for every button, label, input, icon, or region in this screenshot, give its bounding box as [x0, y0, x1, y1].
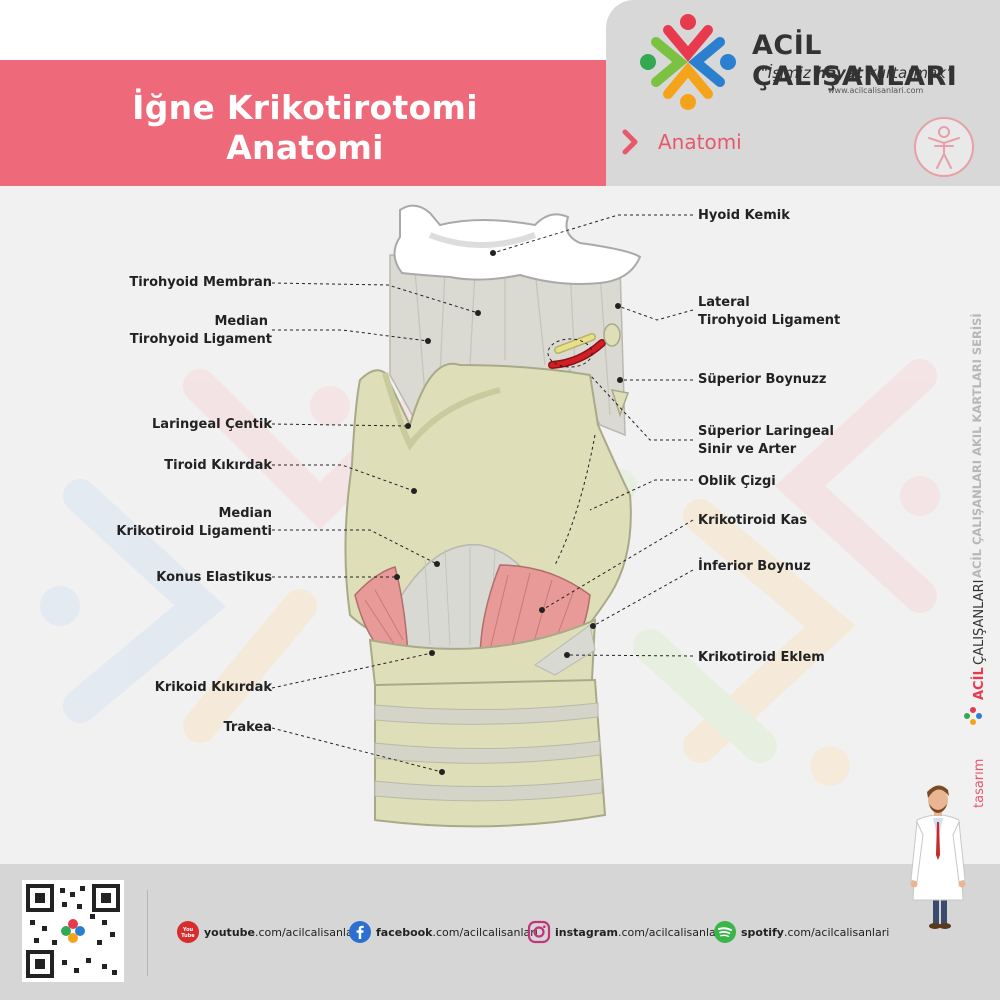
- page-title-line2: Anatomi: [226, 128, 384, 167]
- label-median-cricothyroid-line1: Median: [218, 506, 272, 521]
- label-conus-elasticus: Konus Elastikus: [156, 570, 272, 585]
- chevron-right-icon: [622, 129, 638, 155]
- label-inferior-horn: İnferior Boynuz: [698, 559, 811, 574]
- label-cricothyroid-muscle: Krikotiroid Kas: [698, 513, 808, 528]
- oblique-line: [554, 434, 596, 566]
- brand-slogan: “İşimiz hayat kurtarmak”: [760, 64, 954, 82]
- spotify-link[interactable]: spotify.com/acilcalisanlari: [713, 920, 889, 944]
- youtube-icon: You Tube: [177, 921, 199, 943]
- svg-text:You: You: [182, 927, 194, 933]
- svg-text:ACİL ÇALIŞANLARI AKIL KARTLARI: ACİL ÇALIŞANLARI AKIL KARTLARI SERİSİ: [969, 313, 984, 578]
- svg-text:Tube: Tube: [181, 933, 195, 939]
- body-anatomy-icon: [914, 117, 974, 177]
- instagram-link[interactable]: instagram.com/acilcalisanlari: [527, 920, 723, 944]
- label-median-cricothyroid-line2: Krikotiroid Ligamenti: [116, 524, 272, 539]
- design-credit: tasarım ACİL ÇALIŞANLARI: [964, 580, 987, 808]
- svg-text:ACİL: ACİL: [971, 667, 987, 700]
- page-title-line1: İğne Krikotirotomi: [132, 88, 478, 127]
- brand-logo-icon: [640, 14, 736, 110]
- label-lateral-thyrohyoid-line1: Lateral: [698, 295, 750, 310]
- youtube-link[interactable]: You Tube youtube.com/acilcalisanlari: [176, 920, 360, 944]
- footer: [0, 864, 1000, 1000]
- label-hyoid-bone: Hyoid Kemik: [698, 208, 790, 223]
- label-superior-laryngeal-line2: Sinir ve Arter: [698, 442, 797, 457]
- label-thyroid-cartilage: Tiroid Kıkırdak: [164, 458, 272, 473]
- brand-name: ACİL ÇALIŞANLARI: [752, 30, 958, 92]
- label-lateral-thyrohyoid-line2: Tirohyoid Ligament: [698, 313, 841, 328]
- label-median-thyrohyoid-line1: Median: [214, 314, 268, 329]
- hyoid-bone: [393, 204, 642, 285]
- label-superior-laryngeal-line1: Süperior Laringeal: [698, 424, 835, 439]
- section-label: Anatomi: [658, 130, 742, 154]
- label-oblique-line: Oblik Çizgi: [698, 474, 776, 489]
- label-thyrohyoid-membrane: Tirohyoid Membran: [129, 275, 272, 290]
- footer-divider: [147, 890, 148, 976]
- label-cricothyroid-joint: Krikotiroid Eklem: [698, 650, 825, 665]
- label-superior-horn: Süperior Boynuzz: [698, 372, 827, 387]
- larynx-illustration: [344, 204, 642, 828]
- brand-url: www.acilcalisanlari.com: [828, 86, 924, 95]
- svg-text:ÇALIŞANLARI: ÇALIŞANLARI: [972, 580, 987, 665]
- svg-text:tasarım: tasarım: [972, 759, 987, 808]
- title-panel: [0, 60, 610, 186]
- series-vertical-text: ACİL ÇALIŞANLARI AKIL KARTLARI SERİSİ: [969, 313, 984, 578]
- spotify-icon: [714, 921, 736, 943]
- label-trachea: Trakea: [223, 720, 272, 735]
- qr-code-icon[interactable]: [22, 880, 124, 982]
- label-cricoid-cartilage: Krikoid Kıkırdak: [154, 680, 272, 695]
- facebook-link[interactable]: facebook.com/acilcalisanlari: [348, 920, 538, 944]
- facebook-icon: [349, 921, 371, 943]
- doctor-illustration: [910, 785, 966, 929]
- label-median-thyrohyoid-line2: Tirohyoid Ligament: [129, 332, 272, 347]
- instagram-icon: [527, 920, 551, 944]
- label-laryngeal-notch: Laringeal Çentik: [152, 417, 272, 432]
